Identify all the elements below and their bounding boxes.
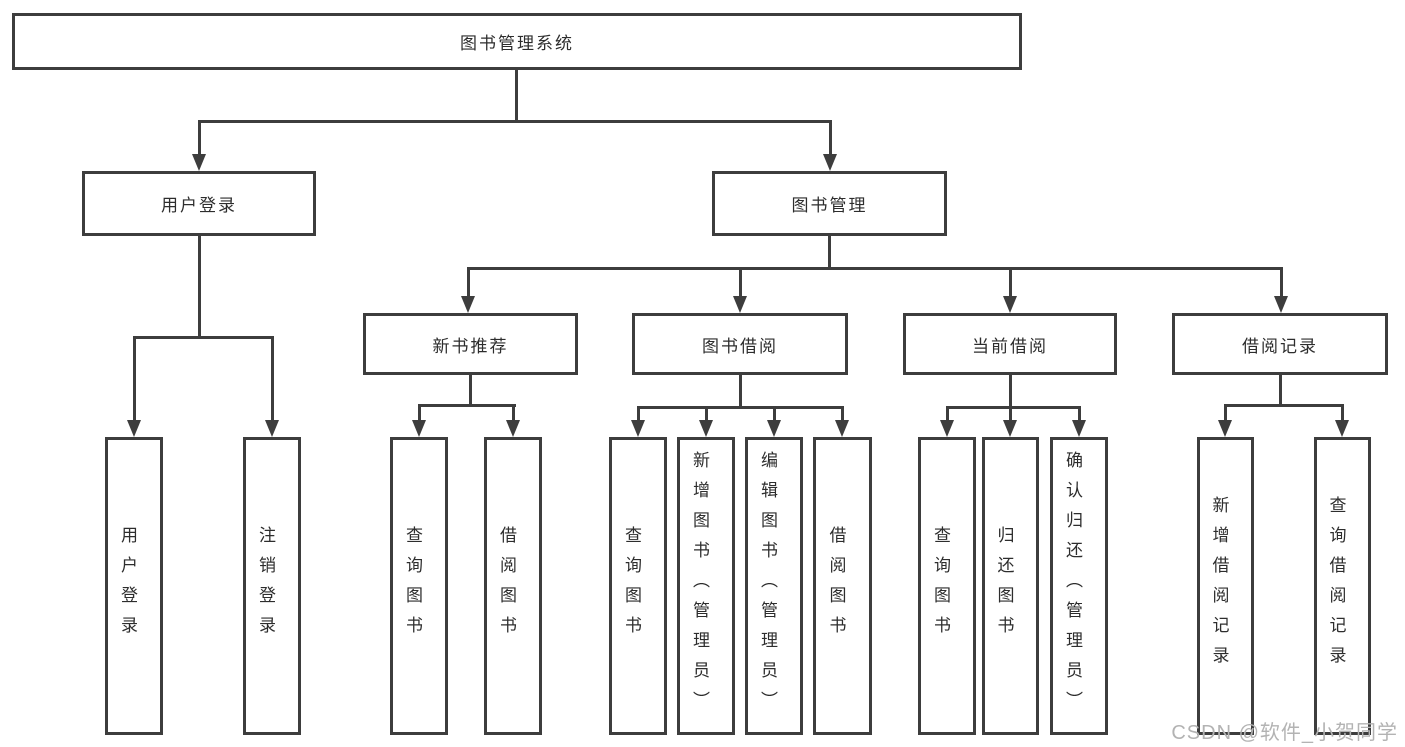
- node-new-book-recommend: 新书推荐: [363, 313, 578, 375]
- connector-to-leaf: [1078, 406, 1081, 422]
- arrow-down-icon: [265, 420, 279, 437]
- connector-root-split: [198, 120, 832, 123]
- connector-user-login-split: [133, 336, 274, 339]
- node-label: 新增借阅记录: [1209, 496, 1229, 676]
- csdn-watermark: CSDN @软件_小贺同学: [1171, 722, 1398, 744]
- connector-to-leaf: [512, 404, 515, 422]
- connector-to-leaf: [705, 406, 708, 422]
- leaf-user-login: 用户登录: [105, 437, 163, 735]
- connector-to-leaf: [946, 406, 949, 422]
- connector-borrow-records-stem: [1279, 375, 1282, 407]
- node-label: 图书管理系统: [460, 34, 574, 53]
- leaf-query-books-current: 查询图书: [918, 437, 976, 735]
- connector-to-leaf: [271, 336, 274, 422]
- arrow-down-icon: [1335, 420, 1349, 437]
- node-label: 注销登录: [256, 526, 275, 646]
- node-label: 编辑图书（管理员）: [758, 451, 777, 721]
- leaf-add-borrow-record: 新增借阅记录: [1197, 437, 1254, 735]
- node-label: 新增图书（管理员）: [690, 451, 709, 721]
- node-current-borrow: 当前借阅: [903, 313, 1117, 375]
- connector-root-stem: [515, 70, 518, 123]
- connector-to-leaf: [1009, 406, 1012, 422]
- arrow-down-icon: [1003, 296, 1017, 313]
- node-label: 查询借阅记录: [1326, 496, 1346, 676]
- connector-book-mgmt-stem: [828, 236, 831, 270]
- node-label: 当前借阅: [972, 336, 1048, 356]
- arrow-down-icon: [699, 420, 713, 437]
- arrow-down-icon: [835, 420, 849, 437]
- arrow-down-icon: [1274, 296, 1288, 313]
- connector-to-book-borrow: [739, 267, 742, 298]
- leaf-add-book-admin: 新增图书（管理员）: [677, 437, 735, 735]
- connector-to-leaf: [841, 406, 844, 422]
- connector-to-leaf: [1341, 404, 1344, 422]
- connector-to-leaf: [133, 336, 136, 422]
- connector-to-current-borrow: [1009, 267, 1012, 298]
- connector-current-borrow-stem: [1009, 375, 1012, 409]
- node-label: 查询图书: [622, 526, 641, 646]
- connector-borrow-records-split: [1224, 404, 1344, 407]
- arrow-down-icon: [461, 296, 475, 313]
- connector-to-user-login: [198, 120, 201, 156]
- node-label: 新书推荐: [432, 336, 509, 356]
- leaf-query-borrow-record: 查询借阅记录: [1314, 437, 1371, 735]
- arrow-down-icon: [940, 420, 954, 437]
- connector-to-leaf: [1224, 404, 1227, 422]
- arrow-down-icon: [506, 420, 520, 437]
- connector-user-login-stem: [198, 236, 201, 339]
- arrow-down-icon: [192, 154, 206, 171]
- node-label: 用户登录: [161, 196, 237, 215]
- arrow-down-icon: [1072, 420, 1086, 437]
- connector-to-book-mgmt: [829, 120, 832, 156]
- leaf-logout: 注销登录: [243, 437, 301, 735]
- connector-new-book-stem: [469, 375, 472, 407]
- connector-to-borrow-records: [1280, 267, 1283, 298]
- connector-to-leaf: [418, 404, 421, 422]
- arrow-down-icon: [823, 154, 837, 171]
- connector-to-new-book: [467, 267, 470, 298]
- arrow-down-icon: [412, 420, 426, 437]
- leaf-confirm-return-admin: 确认归还（管理员）: [1050, 437, 1108, 735]
- leaf-edit-book-admin: 编辑图书（管理员）: [745, 437, 803, 735]
- node-label: 归还图书: [994, 526, 1014, 646]
- arrow-down-icon: [127, 420, 141, 437]
- node-book-management: 图书管理: [712, 171, 947, 236]
- arrow-down-icon: [733, 296, 747, 313]
- arrow-down-icon: [631, 420, 645, 437]
- arrow-down-icon: [1218, 420, 1232, 437]
- node-label: 借阅图书: [826, 526, 846, 646]
- connector-current-borrow-split: [946, 406, 1081, 409]
- connector-to-leaf: [637, 406, 640, 422]
- leaf-query-books-borrow: 查询图书: [609, 437, 667, 735]
- leaf-return-book: 归还图书: [982, 437, 1039, 735]
- connector-book-borrow-stem: [739, 375, 742, 409]
- arrow-down-icon: [767, 420, 781, 437]
- leaf-borrow-books: 借阅图书: [813, 437, 872, 735]
- leaf-borrow-books-recommend: 借阅图书: [484, 437, 542, 735]
- leaf-query-books-recommend: 查询图书: [390, 437, 448, 735]
- node-label: 图书借阅: [702, 336, 778, 356]
- node-borrow-records: 借阅记录: [1172, 313, 1388, 375]
- node-label: 借阅图书: [497, 526, 516, 646]
- node-user-login: 用户登录: [82, 171, 316, 236]
- node-root-book-management-system: 图书管理系统: [12, 13, 1022, 70]
- node-label: 查询图书: [931, 526, 950, 646]
- connector-new-book-split: [418, 404, 516, 407]
- node-label: 确认归还（管理员）: [1063, 451, 1082, 721]
- node-book-borrow: 图书借阅: [632, 313, 848, 375]
- arrow-down-icon: [1003, 420, 1017, 437]
- node-label: 借阅记录: [1242, 336, 1318, 356]
- node-label: 查询图书: [403, 526, 422, 646]
- connector-book-borrow-split: [637, 406, 844, 409]
- node-label: 图书管理: [791, 196, 868, 215]
- node-label: 用户登录: [118, 526, 137, 646]
- connector-to-leaf: [773, 406, 776, 422]
- connector-book-mgmt-split: [467, 267, 1283, 270]
